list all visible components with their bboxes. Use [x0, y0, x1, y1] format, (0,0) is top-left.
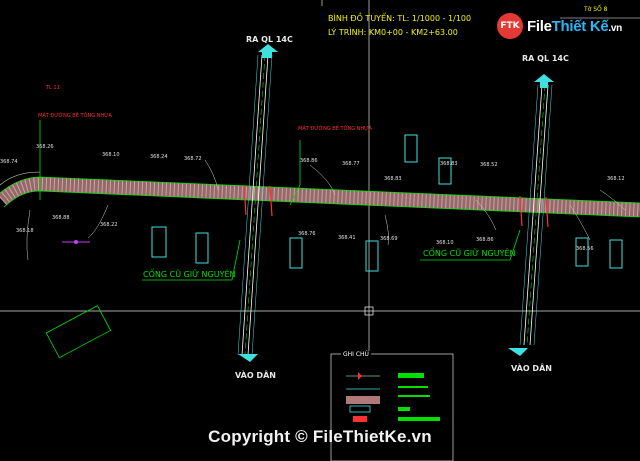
copyright-watermark: Copyright © FileThietKe.vn [208, 427, 432, 446]
filethietke-logo[interactable]: FTK FileThiết Kế.vn [497, 13, 622, 39]
crosshair-pickbox [364, 306, 374, 316]
surface-note-left: MẶT ĐƯỜNG BÊ TÔNG NHỰA [38, 113, 112, 119]
elevation-value: 368.72 [184, 156, 202, 162]
logo-text-file: File [527, 17, 552, 35]
tl-mark: TL 11 [46, 85, 60, 91]
elevation-value: 368.12 [607, 176, 625, 182]
scale-title: BÌNH ĐỒ TUYẾN: TL: 1/1000 - 1/100 [328, 14, 472, 23]
culverts [151, 134, 623, 272]
legend-title: GHI CHÚ [341, 351, 371, 358]
elevation-value: 368.52 [480, 162, 498, 168]
terrain-lines [26, 159, 626, 261]
direction-ra-left: RA QL 14C [246, 35, 293, 44]
main-road [0, 171, 640, 218]
logo-text-thietke: Thiết Kế [551, 17, 609, 35]
sheet-label: Tờ SỐ 8 [584, 6, 608, 13]
elevation-value: 368.77 [342, 161, 360, 167]
elevation-value: 368.24 [150, 154, 168, 160]
elevation-value: 368.69 [380, 236, 398, 242]
logo-text-domain: .vn [608, 22, 622, 34]
chainage-title: LÝ TRÌNH: KM0+00 - KM2+63.00 [328, 28, 458, 37]
callout-box [45, 305, 112, 359]
left-crossing-road [237, 44, 278, 362]
callout-lines [39, 120, 521, 281]
elevation-value: 368.18 [16, 228, 34, 234]
direction-ra-right: RA QL 14C [522, 54, 569, 63]
surface-note-mid: MẶT ĐƯỜNG BÊ TÔNG NHỰA [298, 126, 372, 132]
sample-arrow [62, 240, 90, 244]
right-crossing-road [508, 74, 554, 356]
elevation-value: 368.83 [440, 161, 458, 167]
elevation-value: 368.56 [576, 246, 594, 252]
direction-vao-right: VÀO DÂN [511, 364, 552, 373]
elevation-value: 368.88 [52, 215, 70, 221]
elevation-value: 368.76 [298, 231, 316, 237]
elevation-value: 368.86 [300, 158, 318, 164]
elevation-value: 368.86 [476, 237, 494, 243]
elevation-value: 368.26 [36, 144, 54, 150]
legend-box [330, 353, 454, 461]
elevation-value: 368.10 [436, 240, 454, 246]
logo-badge-icon: FTK [497, 13, 523, 39]
elevation-value: 368.10 [102, 152, 120, 158]
elevation-value: 368.41 [338, 235, 356, 241]
elevation-value: 368.74 [0, 159, 18, 165]
direction-vao-left: VÀO DÂN [235, 371, 276, 380]
culvert-label-right: CỐNG CŨ GIỮ NGUYÊN [423, 249, 516, 258]
junction-markers [243, 184, 549, 228]
culvert-label-left: CỐNG CŨ GIỮ NGUYÊN [143, 270, 236, 279]
elevation-value: 368.83 [384, 176, 402, 182]
elevation-value: 368.22 [100, 222, 118, 228]
